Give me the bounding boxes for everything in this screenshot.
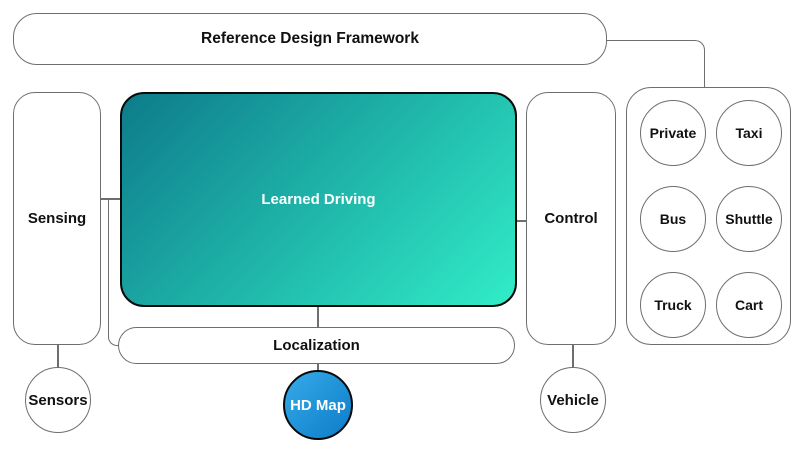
node-vehicle-type-shuttle: Shuttle <box>716 186 782 252</box>
node-vehicle-type-cart: Cart <box>716 272 782 338</box>
node-label: Shuttle <box>725 211 773 227</box>
connector-title-to-vehicle-panel <box>607 40 705 88</box>
node-vehicle-type-private: Private <box>640 100 706 166</box>
node-localization: Localization <box>118 327 515 364</box>
connector-control-to-vehicle <box>572 345 574 368</box>
node-label: Sensors <box>28 391 88 409</box>
node-label: Reference Design Framework <box>201 30 419 47</box>
node-vehicle: Vehicle <box>540 367 606 433</box>
vehicle-types-panel: Private Taxi Bus Shuttle Truck Cart <box>626 87 791 345</box>
node-vehicle-type-taxi: Taxi <box>716 100 782 166</box>
node-label: Taxi <box>735 125 763 141</box>
connector-sensing-to-localization <box>108 200 119 346</box>
node-sensing: Sensing <box>13 92 101 345</box>
node-label: Truck <box>654 297 692 313</box>
node-label: Bus <box>659 211 687 227</box>
node-learned-driving: Learned Driving <box>120 92 517 307</box>
node-sensors: Sensors <box>25 367 91 433</box>
connector-learned-driving-to-control <box>517 220 527 222</box>
connector-sensing-to-sensors <box>57 345 59 368</box>
connector-learned-driving-to-localization <box>317 307 319 327</box>
connector-localization-to-hd-map <box>317 364 319 372</box>
node-vehicle-type-bus: Bus <box>640 186 706 252</box>
node-vehicle-type-truck: Truck <box>640 272 706 338</box>
node-reference-design-framework: Reference Design Framework <box>13 13 607 65</box>
node-label: Control <box>544 210 598 227</box>
node-label: HD Map <box>290 396 346 414</box>
node-label: Cart <box>734 297 763 313</box>
node-label: Private <box>649 125 697 141</box>
node-label: Vehicle <box>547 391 599 409</box>
connector-sensing-to-learned-driving <box>101 198 120 200</box>
node-label: Localization <box>273 337 360 354</box>
node-hd-map: HD Map <box>283 370 353 440</box>
node-label: Sensing <box>27 210 87 227</box>
node-control: Control <box>526 92 616 345</box>
node-label: Learned Driving <box>261 191 376 208</box>
